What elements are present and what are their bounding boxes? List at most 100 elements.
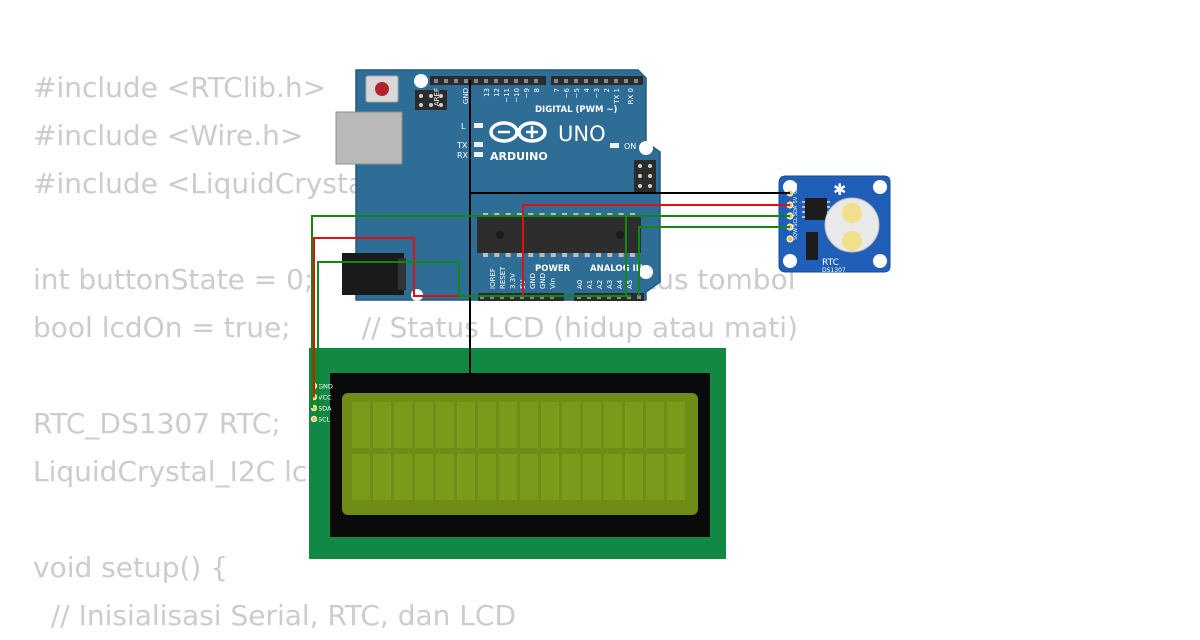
lcd-character-cell <box>520 454 538 500</box>
code-line: void setup() { <box>33 551 229 584</box>
wire-5v-lcd <box>313 237 461 397</box>
microcontroller-chip <box>477 213 641 257</box>
arduino-logo-icon <box>489 121 519 143</box>
crystal-oscillator <box>806 232 818 260</box>
code-line: #include <RTClib.h> <box>33 71 327 104</box>
lcd-display-module[interactable]: GND VCC SDA SCL <box>309 348 726 559</box>
lcd-pin[interactable] <box>310 415 318 423</box>
power-analog-pin-label: A5 <box>626 280 634 289</box>
lcd-character-cell <box>520 402 538 448</box>
lcd-character-cell <box>457 454 475 500</box>
lcd-character-cell <box>604 454 622 500</box>
lcd-character-cell <box>499 454 517 500</box>
digital-pin-label: 13 <box>483 88 491 97</box>
lcd-character-cell <box>646 402 664 448</box>
arduino-logo: UNO ARDUINO <box>489 121 606 163</box>
code-line: bool lcdOn = true; // Status LCD (hidup … <box>33 311 799 344</box>
lcd-character-cell <box>604 402 622 448</box>
mounting-hole <box>639 265 653 279</box>
rtc-pin[interactable] <box>786 235 794 243</box>
power-analog-pin-label: A0 <box>576 280 584 289</box>
digital-pin-label: RX 0 <box>627 88 635 104</box>
lcd-character-cell <box>562 454 580 500</box>
wire-scl-lcd <box>317 261 631 419</box>
lcd-character-cell <box>457 402 475 448</box>
power-analog-pin-label: RESET <box>499 266 507 289</box>
uno-label: UNO <box>558 122 606 146</box>
lcd-pin-label: SDA <box>318 405 332 413</box>
code-line: #include <Wire.h> <box>33 119 304 152</box>
rtc-title: RTC <box>822 258 839 268</box>
lcd-pin-label: SCL <box>318 416 331 424</box>
power-header-label: POWER <box>535 264 571 274</box>
lcd-character-grid <box>352 402 685 500</box>
led-label-on: ON <box>624 142 636 151</box>
power-analog-pin-label: Vin <box>549 278 557 289</box>
lcd-character-cell <box>541 402 559 448</box>
rtc-chip-label: DS1307 <box>822 267 846 274</box>
digital-pins <box>434 79 638 83</box>
lcd-character-cell <box>373 454 391 500</box>
lcd-pin-label: GND <box>318 383 333 391</box>
lcd-character-cell <box>562 402 580 448</box>
digital-pin-label: 8 <box>533 88 541 92</box>
lcd-character-cell <box>667 454 685 500</box>
lcd-character-cell <box>352 402 370 448</box>
lcd-character-cell <box>373 402 391 448</box>
power-jack[interactable] <box>342 253 406 295</box>
lcd-character-cell <box>436 454 454 500</box>
digital-pin-label: 12 <box>493 88 501 97</box>
lcd-character-cell <box>478 454 496 500</box>
digital-pin-label: TX 1 <box>613 88 621 105</box>
digital-pin-label: 2 <box>603 88 611 92</box>
wire-5v-rtc <box>522 204 790 296</box>
digital-pin-label: ~6 <box>563 87 571 98</box>
rtc-pin-label: SDA <box>793 205 799 216</box>
status-leds: L TX RX ON <box>456 122 636 160</box>
digital-pin-label: ~5 <box>573 88 581 98</box>
lcd-character-cell <box>394 454 412 500</box>
power-analog-pin-label: 3.3V <box>509 273 517 289</box>
power-analog-pin-label: GND <box>529 273 537 289</box>
digital-pin-label: 4 <box>583 87 591 92</box>
lcd-character-cell <box>478 402 496 448</box>
digital-pin-label: ~11 <box>503 88 511 103</box>
usb-connector[interactable] <box>335 111 403 165</box>
lcd-character-cell <box>415 402 433 448</box>
rtc-chip <box>802 198 830 220</box>
power-analog-pin-label: A1 <box>586 280 594 289</box>
digital-pin-label: GND <box>462 88 470 104</box>
lcd-character-cell <box>625 402 643 448</box>
code-line: RTC_DS1307 RTC; <box>33 407 281 440</box>
power-analog-pin-label: IOREF <box>489 268 497 289</box>
lcd-character-cell <box>583 454 601 500</box>
led-label-rx: RX <box>457 151 469 160</box>
digital-pin-label: ~3 <box>593 88 601 98</box>
power-analog-pin-label: GND <box>539 273 547 289</box>
digital-pin-label: ~10 <box>513 88 521 103</box>
star-icon: ✱ <box>833 180 846 199</box>
icsp-header <box>415 90 447 110</box>
analog-header-label: ANALOG IN <box>590 264 643 274</box>
lcd-character-cell <box>415 454 433 500</box>
code-line: // Inisialisasi Serial, RTC, dan LCD <box>33 599 516 632</box>
power-analog-pin-label: A3 <box>606 280 614 289</box>
icsp-header-right <box>634 160 656 192</box>
lcd-character-cell <box>541 454 559 500</box>
power-analog-pin-label: A4 <box>616 279 624 289</box>
lcd-pin-label: VCC <box>318 394 332 402</box>
lcd-character-cell <box>499 402 517 448</box>
lcd-character-cell <box>394 402 412 448</box>
rtc-pin-label: SCL <box>793 217 799 227</box>
digital-pin-label: AREF <box>433 88 441 106</box>
arduino-brand-label: ARDUINO <box>490 150 548 163</box>
mounting-hole <box>639 141 653 155</box>
led-label-tx: TX <box>456 141 468 150</box>
lcd-character-cell <box>667 402 685 448</box>
wires <box>311 80 790 419</box>
digital-pin-label: 7 <box>553 88 561 92</box>
wire-sda-lcd <box>311 215 626 408</box>
